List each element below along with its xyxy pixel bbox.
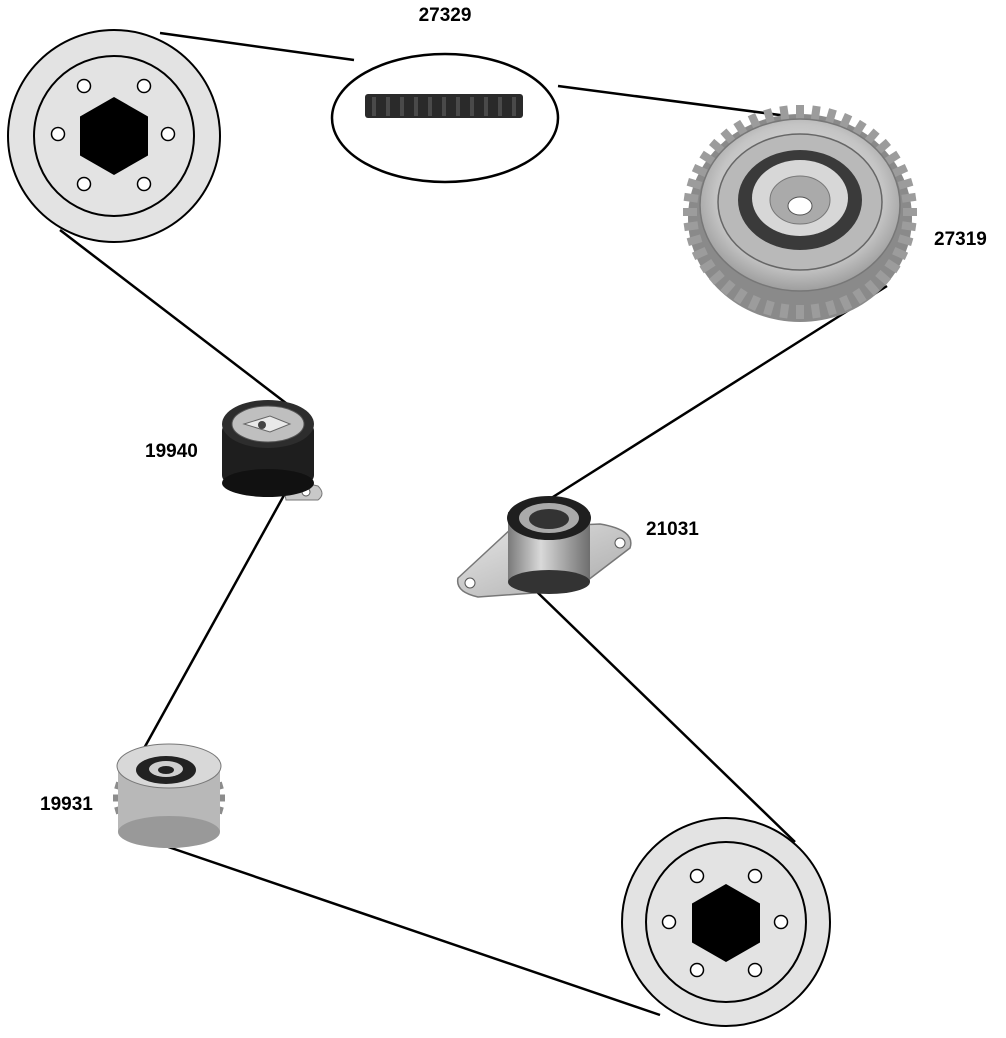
gear-tooth — [875, 269, 892, 286]
belt-segment-top-right — [557, 84, 796, 119]
label-timing-belt: 27329 — [419, 5, 472, 26]
gear-tooth — [686, 177, 703, 190]
gear-tooth — [720, 279, 736, 296]
bolt-holes — [661, 868, 789, 978]
gear-tooth — [884, 258, 901, 274]
gear-tooth — [901, 192, 917, 203]
gear-tooth — [810, 303, 821, 319]
gear-tooth — [683, 192, 699, 203]
gear-tooth — [747, 294, 761, 312]
gear-tooth — [779, 303, 790, 319]
gear-tooth — [747, 112, 761, 130]
gear-tooth — [796, 305, 804, 319]
belt-path — [59, 31, 888, 1017]
hex-hub-icon — [692, 884, 760, 962]
gear-tooth — [691, 163, 708, 178]
bolt-holes — [50, 78, 176, 192]
gear-tooth — [897, 177, 914, 190]
belt-segment-right-descend — [544, 284, 888, 504]
label-large-idler-pulley: 27319 — [934, 229, 987, 250]
gear-tooth — [892, 163, 909, 178]
gear-tooth — [825, 108, 837, 124]
gear-tooth — [810, 105, 821, 121]
gear-tooth — [733, 119, 748, 136]
tensioner-pulley — [222, 400, 323, 501]
gear-tooth — [901, 221, 917, 232]
gear-tooth — [699, 258, 716, 274]
gear-tooth — [763, 300, 775, 316]
belt-segment-roller-to-bottom-pulley — [534, 589, 796, 843]
gear-tooth — [763, 108, 775, 124]
top-left-pulley — [7, 29, 221, 243]
label-small-sprocket: 19931 — [40, 794, 93, 815]
belt-segment-sprocket-to-bottom-pulley — [141, 836, 661, 1017]
gear-tooth — [686, 234, 703, 247]
label-tensioner: 19940 — [145, 441, 198, 462]
gear-tooth — [733, 288, 748, 305]
belt-segment-left-descend — [59, 229, 296, 411]
gear-tooth — [683, 208, 697, 216]
large-idler-pulley — [683, 105, 917, 322]
small-sprocket — [113, 743, 225, 848]
belt-segment-top-left — [159, 31, 355, 62]
gear-tooth — [864, 279, 880, 296]
gear-tooth — [875, 138, 892, 155]
bottom-right-pulley — [621, 817, 831, 1027]
idler-roller — [456, 496, 632, 598]
gear-tooth — [864, 128, 880, 145]
gear-tooth — [683, 221, 699, 232]
gear-teeth — [683, 105, 917, 319]
gear-tooth — [796, 105, 804, 119]
gear-tooth — [825, 300, 837, 316]
gear-tooth — [839, 294, 853, 312]
gear-tooth — [839, 112, 853, 130]
hex-hub-icon — [80, 97, 148, 175]
gear-tooth — [897, 234, 914, 247]
gear-tooth — [699, 150, 716, 166]
label-idler-roller: 21031 — [646, 519, 699, 540]
timing-belt-icon — [365, 94, 523, 118]
gear-tooth — [884, 150, 901, 166]
gear-tooth — [892, 246, 909, 261]
gear-tooth — [720, 128, 736, 145]
gear-tooth — [708, 138, 725, 155]
gear-tooth — [708, 269, 725, 286]
gear-tooth — [852, 119, 867, 136]
belt-segment-tensioner-to-sprocket — [140, 487, 290, 753]
gear-tooth — [779, 105, 790, 121]
gear-tooth — [903, 208, 917, 216]
gear-tooth — [691, 246, 708, 261]
gear-tooth — [852, 288, 867, 305]
timing-belt-callout — [330, 52, 560, 184]
